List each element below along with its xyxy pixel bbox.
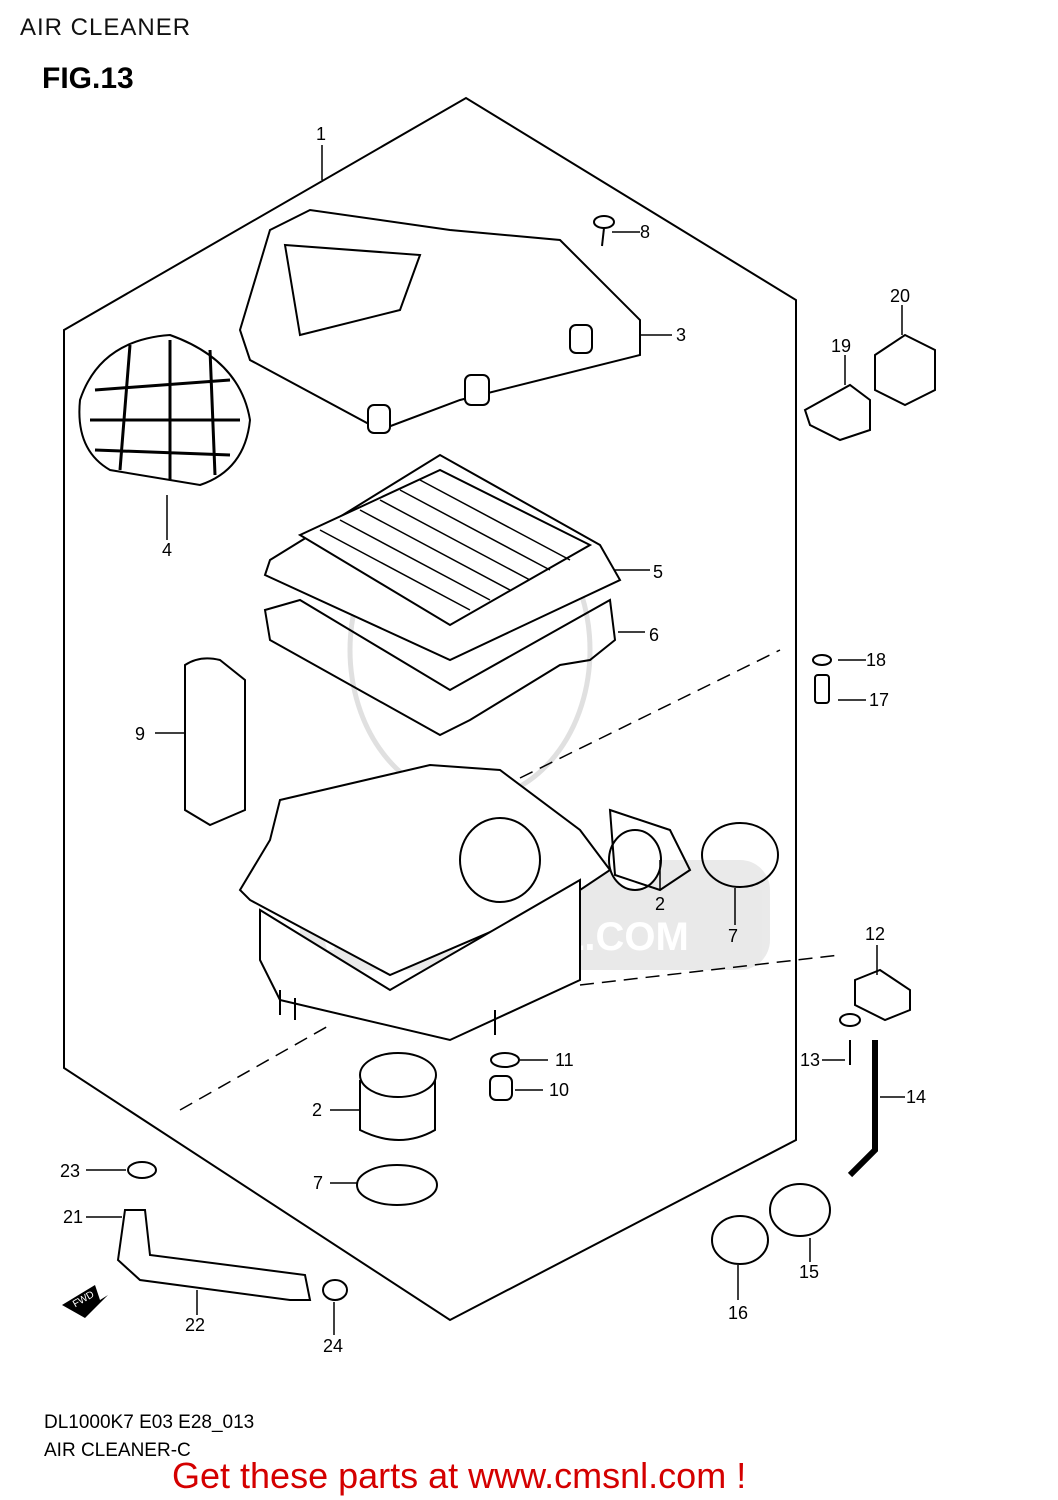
callout-6: 6 [649, 625, 659, 645]
washer [490, 1052, 520, 1068]
callout-numbers: 1 2 2 3 4 5 6 7 7 8 9 10 11 12 13 14 15 … [60, 124, 926, 1356]
screw [593, 215, 615, 247]
clamp-lower [356, 1164, 438, 1206]
sensor-pin [812, 654, 832, 704]
cta-link[interactable]: Get these parts at www.cmsnl.com ! [172, 1455, 747, 1496]
callout-2a: 2 [655, 894, 665, 914]
callout-24: 24 [323, 1336, 343, 1356]
callout-9: 9 [135, 724, 145, 744]
callout-15: 15 [799, 1262, 819, 1282]
fwd-arrow: FWD [62, 1285, 108, 1318]
callout-5: 5 [653, 562, 663, 582]
callout-11: 11 [555, 1050, 574, 1070]
callout-10: 10 [549, 1080, 569, 1100]
callout-18: 18 [866, 650, 886, 670]
dashed-guides [179, 649, 841, 1111]
intake-pipe-upper [608, 808, 692, 892]
callout-4: 4 [162, 540, 172, 560]
callout-7b: 7 [313, 1173, 323, 1193]
callout-17: 17 [869, 690, 889, 710]
sensor-bracket [839, 968, 911, 1065]
fuel-filter [711, 1183, 831, 1265]
callout-14: 14 [906, 1087, 926, 1107]
vacuum-hose [847, 1040, 878, 1178]
callout-12: 12 [865, 924, 885, 944]
air-cleaner-seal [263, 598, 617, 737]
callout-2b: 2 [312, 1100, 322, 1120]
cushion [489, 1075, 513, 1101]
air-cleaner-cap [238, 208, 641, 434]
intake-pipe-lower [359, 1052, 437, 1141]
callout-22: 22 [185, 1315, 205, 1335]
inlet-screen [78, 333, 252, 487]
figure-label: FIG.13 [42, 62, 134, 95]
air-filter-element [263, 453, 622, 662]
callout-19: 19 [831, 336, 851, 356]
breather-hose [116, 1161, 348, 1301]
callout-21: 21 [63, 1207, 83, 1227]
assembly-frame [63, 96, 797, 1322]
air-cleaner-case [238, 763, 612, 1042]
callout-16: 16 [728, 1303, 748, 1323]
callout-1: 1 [316, 124, 326, 144]
diagram-subtitle: AIR CLEANER-C [44, 1440, 191, 1461]
leader-lines [86, 145, 905, 1335]
callout-7a: 7 [728, 926, 738, 946]
callout-3: 3 [676, 325, 686, 345]
page-title: AIR CLEANER [20, 14, 192, 41]
callout-23: 23 [60, 1161, 80, 1181]
callout-13: 13 [800, 1050, 820, 1070]
diagram-code: DL1000K7 E03 E28_013 [44, 1412, 255, 1433]
callout-20: 20 [890, 286, 910, 306]
callout-8: 8 [640, 222, 650, 242]
map-sensor [803, 333, 936, 442]
foam-block [184, 657, 246, 827]
clamp-upper [701, 822, 779, 888]
